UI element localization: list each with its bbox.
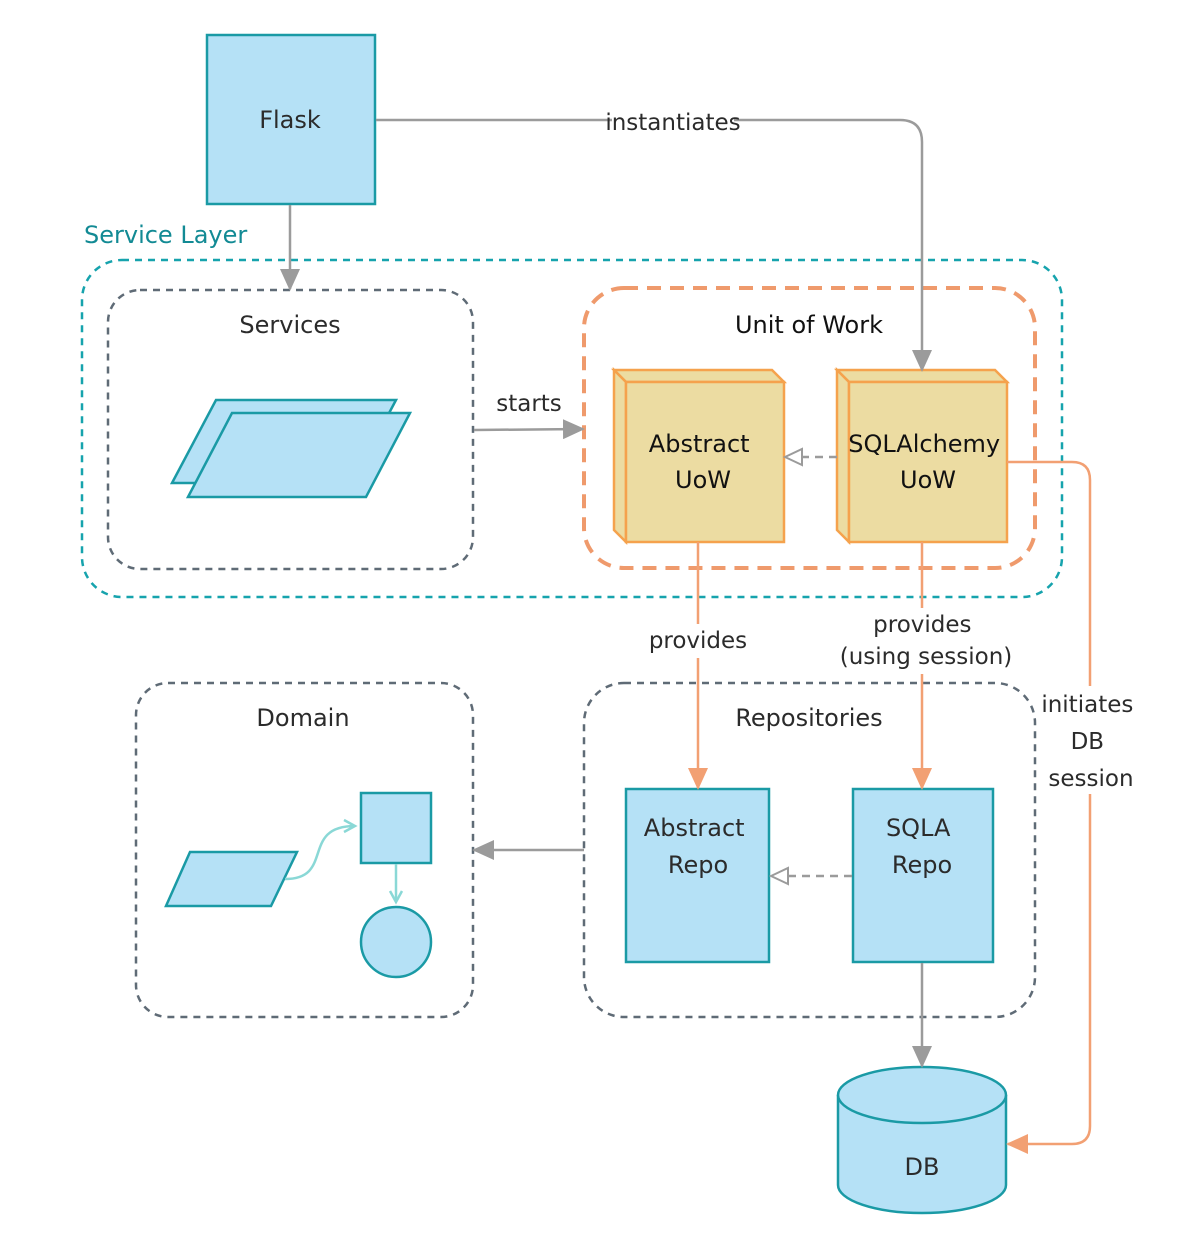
instantiates-label-bg [612, 106, 734, 136]
initiates-label-line2: DB [1071, 729, 1105, 755]
svg-text:initiates DB session: initiates DB session [1041, 692, 1140, 792]
service-layer-group: Service Layer [80, 221, 1064, 599]
repositories-label: Repositories [735, 704, 882, 732]
instantiates-arrow [376, 118, 932, 372]
initiates-label-line3: session [1048, 766, 1133, 792]
flask-node: Flask [205, 33, 377, 206]
abstract-repo-label-line2: Repo [668, 851, 728, 879]
initiates-label-line1: initiates [1041, 692, 1133, 718]
db-node: DB [836, 1065, 1008, 1215]
unit-of-work-group: Unit of Work Abstract UoW SQLAlchemy UoW [582, 286, 1037, 570]
starts-label: starts [496, 391, 562, 417]
sqlalchemy-uow-label-line2: UoW [900, 466, 956, 494]
unit-of-work-label: Unit of Work [735, 311, 883, 339]
services-label: Services [239, 311, 340, 339]
abstract-uow-box: Abstract UoW [610, 366, 788, 546]
domain-entity-shape [164, 850, 299, 908]
sqla-repo-box: SQLA Repo [851, 787, 995, 964]
domain-group: Domain [134, 681, 475, 1019]
repositories-group: Repositories Abstract Repo SQLA Repo [582, 681, 1037, 1019]
domain-curve-arrow [284, 818, 358, 881]
svg-text:Abstract Repo: Abstract Repo [644, 814, 752, 879]
sqlalchemy-uow-label-line1: SQLAlchemy [848, 430, 1000, 458]
starts-arrow [473, 419, 585, 440]
services-group: Services [106, 288, 475, 571]
sqla-repo-label-line1: SQLA [886, 814, 951, 842]
svg-text:Abstract UoW: Abstract UoW [649, 430, 757, 494]
abstract-uow-label-line1: Abstract [649, 430, 750, 458]
abstract-repo-label-line1: Abstract [644, 814, 745, 842]
service-layer-label: Service Layer [84, 221, 247, 249]
domain-label: Domain [256, 704, 349, 732]
svg-text:SQLAlchemy UoW: SQLAlchemy UoW [848, 430, 1008, 494]
flask-label: Flask [259, 106, 321, 134]
domain-circle-shape [359, 905, 433, 979]
abstract-uow-label-line2: UoW [675, 466, 731, 494]
domain-square-shape [359, 791, 433, 865]
service-layer-boundary [80, 258, 1064, 599]
services-boundary [106, 288, 475, 571]
svg-text:SQLA Repo: SQLA Repo [886, 814, 958, 879]
provides-using-session-label-line2: (using session) [840, 644, 1013, 670]
initiates-db-session-arrow [1006, 460, 1092, 1154]
initiates-label-bg [1046, 686, 1138, 794]
sqlalchemy-uow-box: SQLAlchemy UoW [833, 366, 1011, 546]
repositories-boundary [582, 681, 1037, 1019]
provides-using-session-label-line1: provides [873, 612, 971, 638]
abstract-repo-box: Abstract Repo [624, 787, 771, 964]
provides-using-session-label-bg [854, 608, 1000, 674]
sqla-repo-label-line2: Repo [892, 851, 952, 879]
db-label: DB [905, 1153, 940, 1181]
provides-label-bg [652, 624, 744, 658]
instantiates-label: instantiates [605, 110, 740, 136]
provides-label: provides [649, 628, 747, 654]
service-shape-front [185, 411, 413, 499]
svg-text:provides (using session): provides (using session) [840, 612, 1013, 670]
